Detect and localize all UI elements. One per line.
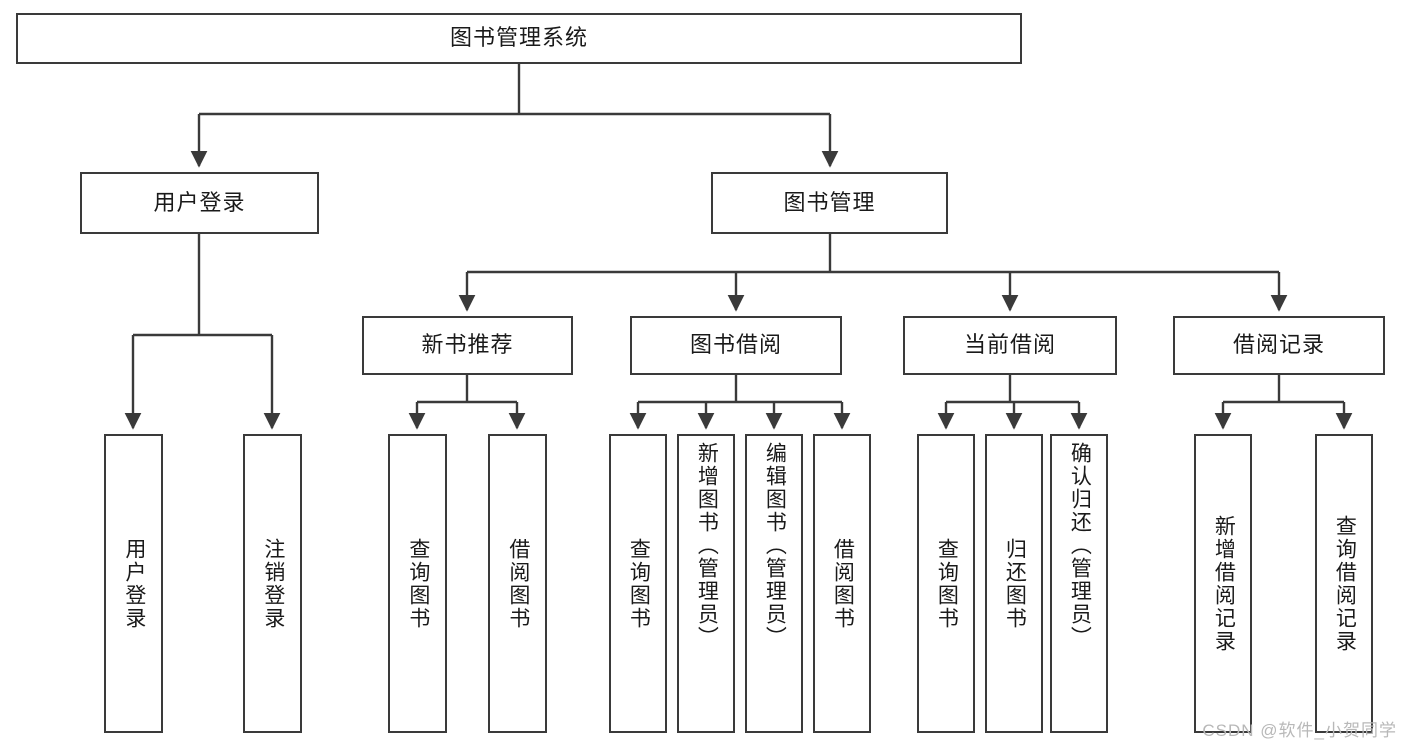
leaf-current-borrow-return[interactable]: 归还图书 <box>985 434 1043 733</box>
leaf-new-book-query[interactable]: 查询图书 <box>388 434 447 733</box>
leaf-user-login-logout[interactable]: 注销登录 <box>243 434 302 733</box>
leaf-label: 查询图书 <box>935 537 959 630</box>
node-new-book-recommend-label: 新书推荐 <box>421 332 514 358</box>
leaf-book-borrow-query[interactable]: 查询图书 <box>609 434 667 733</box>
leaf-label: 新增图书（管理员） <box>695 442 719 649</box>
leaf-label: 借阅图书 <box>831 537 855 630</box>
leaf-label: 用户登录 <box>122 537 146 630</box>
leaf-label: 新增借阅记录 <box>1212 514 1236 653</box>
leaf-borrow-record-add[interactable]: 新增借阅记录 <box>1194 434 1252 733</box>
node-book-borrow-label: 图书借阅 <box>689 332 782 358</box>
leaf-label: 借阅图书 <box>506 537 530 630</box>
node-user-login-label: 用户登录 <box>153 189 246 215</box>
node-root-label: 图书管理系统 <box>449 25 588 51</box>
leaf-label: 注销登录 <box>261 537 285 630</box>
leaf-book-borrow-add[interactable]: 新增图书（管理员） <box>677 434 735 733</box>
leaf-label: 查询图书 <box>627 537 651 630</box>
leaf-label: 编辑图书（管理员） <box>763 442 787 649</box>
node-new-book-recommend[interactable]: 新书推荐 <box>362 316 573 375</box>
node-current-borrow[interactable]: 当前借阅 <box>903 316 1117 375</box>
leaf-label: 确认归还（管理员） <box>1068 442 1092 649</box>
leaf-borrow-record-query[interactable]: 查询借阅记录 <box>1315 434 1373 733</box>
leaf-current-borrow-confirm[interactable]: 确认归还（管理员） <box>1050 434 1108 733</box>
node-borrow-record-label: 借阅记录 <box>1232 332 1325 358</box>
leaf-user-login-login[interactable]: 用户登录 <box>104 434 163 733</box>
node-user-login[interactable]: 用户登录 <box>80 172 319 234</box>
leaf-book-borrow-edit[interactable]: 编辑图书（管理员） <box>745 434 803 733</box>
leaf-current-borrow-query[interactable]: 查询图书 <box>917 434 975 733</box>
leaf-label: 查询图书 <box>406 537 430 630</box>
leaf-new-book-borrow[interactable]: 借阅图书 <box>488 434 547 733</box>
node-borrow-record[interactable]: 借阅记录 <box>1173 316 1385 375</box>
node-current-borrow-label: 当前借阅 <box>963 332 1056 358</box>
node-book-borrow[interactable]: 图书借阅 <box>630 316 842 375</box>
node-book-manage-label: 图书管理 <box>783 189 876 215</box>
leaf-book-borrow-borrow[interactable]: 借阅图书 <box>813 434 871 733</box>
node-book-manage[interactable]: 图书管理 <box>711 172 948 234</box>
node-root[interactable]: 图书管理系统 <box>16 13 1022 64</box>
leaf-label: 查询借阅记录 <box>1333 514 1357 653</box>
leaf-label: 归还图书 <box>1003 537 1027 630</box>
